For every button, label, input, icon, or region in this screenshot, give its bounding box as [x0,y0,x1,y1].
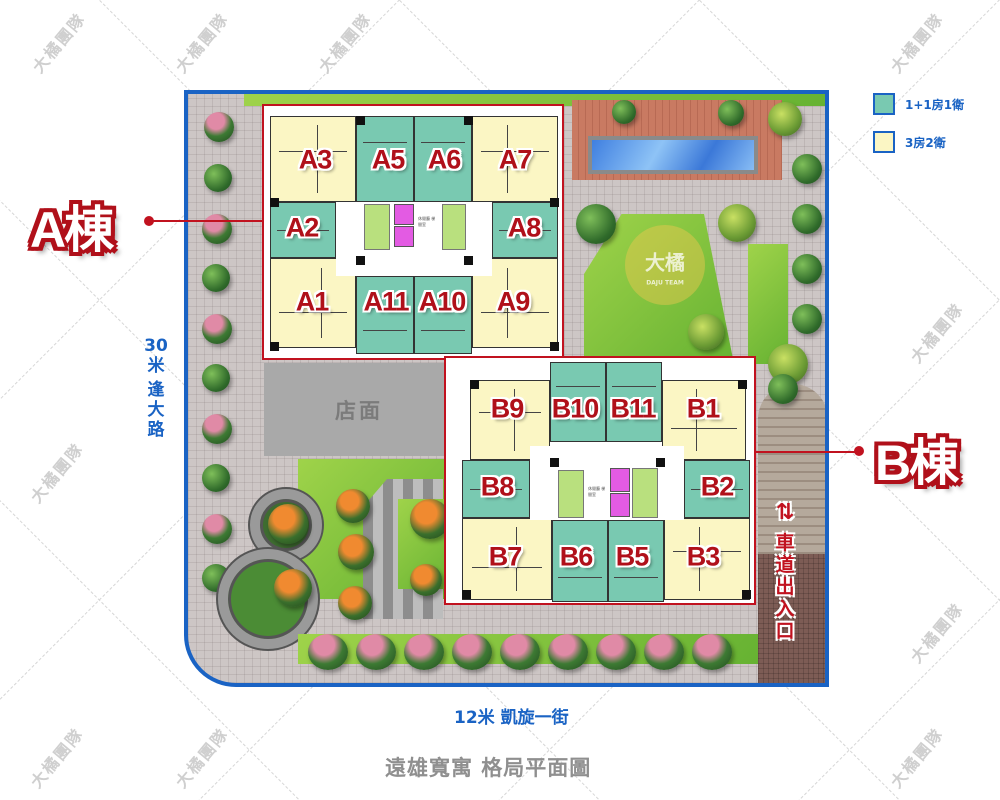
leader-line-b [756,451,858,453]
logo-text: 大橘 [645,250,685,275]
page-title: 遠雄寬寓 格局平面圖 [385,756,592,780]
unit-label-a5: A5 [371,144,406,175]
unit-label-a7: A7 [498,144,533,175]
building-b: 休閒廳 梯間室 [444,356,756,605]
unit-label-a6: A6 [427,144,462,175]
stairwell [442,204,466,250]
tower-label-a: A棟 [30,202,114,258]
unit-b11[interactable] [606,362,662,442]
leader-dot-b [854,446,864,456]
up-down-arrows-icon: ⇅ [775,500,795,525]
legend-swatch-yellow [873,131,895,153]
road-label-char: 30 [144,336,168,356]
legend-label: 3房2衛 [905,135,946,150]
stairwell [632,468,658,518]
logo-subtext: DAJU TEAM [646,279,684,287]
unit-label-b9: B9 [490,393,525,424]
unit-label-a8: A8 [507,212,542,243]
unit-label-a11: A11 [363,286,409,317]
unit-label-b3: B3 [686,541,721,572]
car-entrance-char: 道 [775,554,795,576]
tower-label-b: B棟 [875,435,959,491]
unit-label-a10: A10 [418,286,467,317]
stairwell [364,204,390,250]
road-label-char: 米 [147,356,165,376]
car-ramp [758,384,825,554]
car-entrance-label: ⇅ 車 道 出 入 口 [772,500,798,643]
watermark-text: 大橘團隊 [171,9,233,77]
elevator [394,226,414,247]
unit-label-b10: B10 [551,393,600,424]
leader-line-a [150,220,262,222]
unit-a7[interactable] [472,116,558,202]
unit-a11[interactable] [356,276,414,354]
unit-a10[interactable] [414,276,472,354]
unit-b5[interactable] [608,520,664,602]
watermark-text: 大橘團隊 [28,9,90,77]
core-label: 休閒廳 梯間室 [418,216,436,227]
unit-label-b8: B8 [480,471,515,502]
watermark-text: 大橘團隊 [886,724,948,792]
unit-b10[interactable] [550,362,606,442]
unit-b8[interactable] [462,460,530,518]
road-label-char: 逢 [147,380,165,400]
watermark-text: 大橘團隊 [171,724,233,792]
unit-label-b7: B7 [488,541,523,572]
legend: 1+1房1衛 3房2衛 [873,92,964,168]
road-label-char: 路 [147,420,165,440]
unit-label-a2: A2 [285,212,320,243]
shop-area: 店面 [264,363,454,456]
car-entrance-char: 入 [775,598,795,620]
watermark-text: 大橘團隊 [906,299,968,367]
unit-label-b1: B1 [686,393,721,424]
legend-label: 1+1房1衛 [905,97,965,112]
elevator [394,204,414,225]
watermark-text: 大橘團隊 [906,599,968,667]
road-label-char: 大 [147,400,165,420]
unit-label-a3: A3 [298,144,333,175]
legend-item-3room: 3房2衛 [873,130,964,154]
watermark-text: 大橘團隊 [314,9,376,77]
unit-b7[interactable] [462,518,552,600]
elevator [610,493,630,517]
unit-label-a9: A9 [496,286,531,317]
unit-a2[interactable] [270,202,336,258]
unit-a8[interactable] [492,202,558,258]
unit-label-b11: B11 [610,393,656,424]
unit-label-a1: A1 [295,286,330,317]
elevator [610,468,630,492]
road-label-west: 30 米 逢 大 路 [144,336,168,440]
brand-logo-watermark: 大橘 DAJU TEAM [625,225,705,305]
unit-b2[interactable] [684,460,750,518]
swimming-pool [588,136,758,174]
unit-label-b2: B2 [700,471,735,502]
leader-dot-a [144,216,154,226]
road-label-south: 12米 凱旋一街 [454,708,569,728]
legend-swatch-teal [873,93,895,115]
unit-a3[interactable] [270,116,356,202]
car-entrance-char: 口 [775,620,795,642]
stairwell [558,470,584,518]
unit-label-b6: B6 [559,541,594,572]
watermark-text: 大橘團隊 [886,9,948,77]
core-label: 休閒廳 梯間室 [588,486,606,497]
car-entrance-char: 出 [775,576,795,598]
watermark-text: 大橘團隊 [26,724,88,792]
unit-a5[interactable] [356,116,414,202]
unit-b3[interactable] [664,518,750,600]
unit-a6[interactable] [414,116,472,202]
unit-label-b5: B5 [615,541,650,572]
unit-b6[interactable] [552,520,608,602]
building-a: 休閒廳 梯間室 [262,104,564,360]
watermark-text: 大橘團隊 [26,439,88,507]
shop-label: 店面 [335,398,383,423]
car-entrance-char: 車 [775,532,795,554]
legend-item-1plus1: 1+1房1衛 [873,92,964,116]
